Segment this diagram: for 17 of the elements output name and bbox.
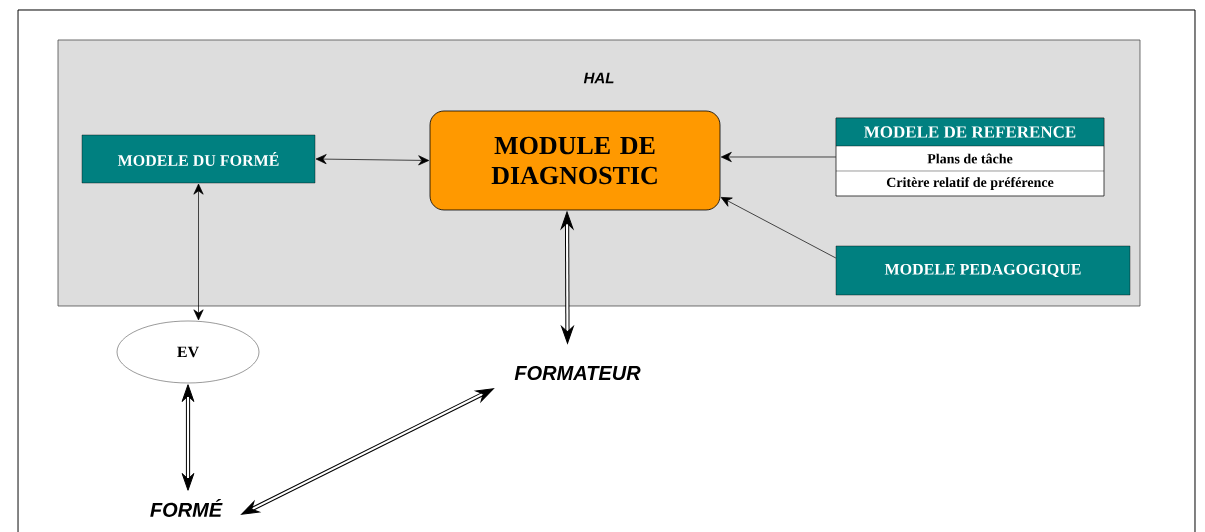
arrow [241, 388, 494, 515]
model-box: MODELE PEDAGOGIQUE [835, 245, 1131, 296]
ellipse-node: EV [116, 320, 260, 384]
model-table [835, 117, 1105, 197]
arrow [720, 197, 837, 259]
arrow [193, 183, 204, 321]
arrow [181, 384, 195, 491]
arrow [315, 154, 430, 166]
actor-label: FORMATEUR [514, 365, 641, 381]
actor-label: FORMÉ [150, 499, 223, 517]
arrow [720, 152, 837, 162]
model-box: MODELE DU FORMÉ [81, 134, 316, 184]
arrow [560, 211, 574, 344]
table-row: Plans de tâche [927, 153, 1013, 164]
table-header: MODELE DE REFERENCE [864, 126, 1076, 138]
module-box: MODULE DE DIAGNOSTIC [429, 110, 721, 211]
table-row: Critère relatif de préférence [886, 177, 1054, 190]
